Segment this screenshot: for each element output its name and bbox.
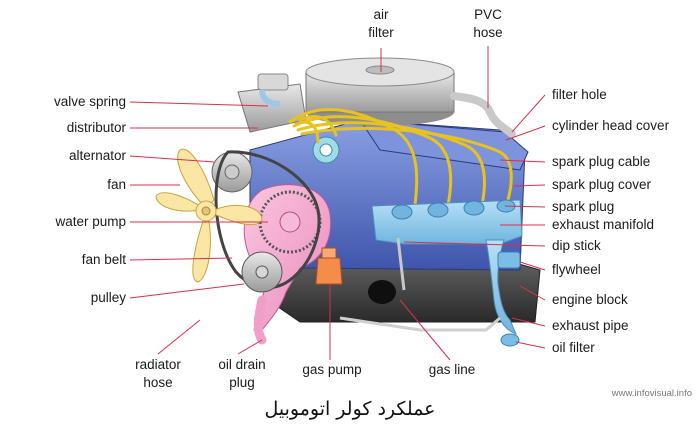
label-fan: fan (107, 177, 126, 192)
label-air-filter: air filter (368, 7, 394, 40)
alternator-hub (224, 164, 240, 180)
spark-plug-cables (288, 108, 513, 207)
flywheel (497, 251, 521, 269)
label-pulley: pulley (90, 290, 126, 305)
gas-pump (315, 257, 343, 285)
air-filter-nut (365, 65, 395, 75)
manifold-ports (391, 199, 516, 220)
label-spark-plug-cover: spark plug cover (552, 177, 652, 192)
pvc-hose (450, 92, 516, 138)
label-dip-stick: dip stick (552, 238, 601, 253)
crank-pulley-hub (255, 265, 269, 279)
label-exhaust-pipe: exhaust pipe (552, 318, 629, 333)
fan-belt (214, 150, 321, 290)
gas-line (339, 316, 501, 332)
label-filter-hole: filter hole (552, 87, 607, 102)
label-spark-plug: spark plug (552, 199, 615, 214)
label-gas-pump: gas pump (302, 362, 362, 377)
label-exhaust-manifold: exhaust manifold (552, 217, 655, 232)
dip-stick (396, 237, 406, 291)
leader-lines (129, 46, 546, 361)
label-flywheel: flywheel (552, 262, 601, 277)
water-pump-hub (279, 211, 301, 233)
gas-pump-cap (321, 247, 337, 259)
label-alternator: alternator (68, 148, 126, 163)
label-oil-filter: oil filter (552, 340, 595, 355)
label-gas-line: gas line (428, 362, 476, 377)
oil-pan-drain (368, 280, 396, 304)
source-credit: www.infovisual.info (611, 388, 692, 399)
label-distributor: distributor (66, 120, 126, 135)
label-spark-plug-cable: spark plug cable (552, 154, 651, 169)
label-valve-spring: valve spring (53, 94, 126, 109)
caption: عملکرد کولر اتوموبیل (264, 398, 436, 420)
label-water-pump: water pump (55, 214, 126, 229)
fan-hub (201, 206, 211, 216)
label-fan-belt: fan belt (81, 252, 126, 267)
oil-filter (500, 333, 520, 347)
valve-tube (259, 89, 281, 107)
radiator-hose (253, 295, 267, 345)
label-radiator-hose: radiator hose (135, 357, 181, 390)
valve-top (257, 73, 289, 91)
label-pvc-hose: PVC hose (473, 7, 503, 40)
label-oil-drain-plug: oil drain plug (218, 357, 266, 390)
distributor-cap (319, 143, 333, 157)
label-cylinder-head-cover: cylinder head cover (552, 118, 670, 133)
label-engine-block: engine block (552, 292, 628, 307)
